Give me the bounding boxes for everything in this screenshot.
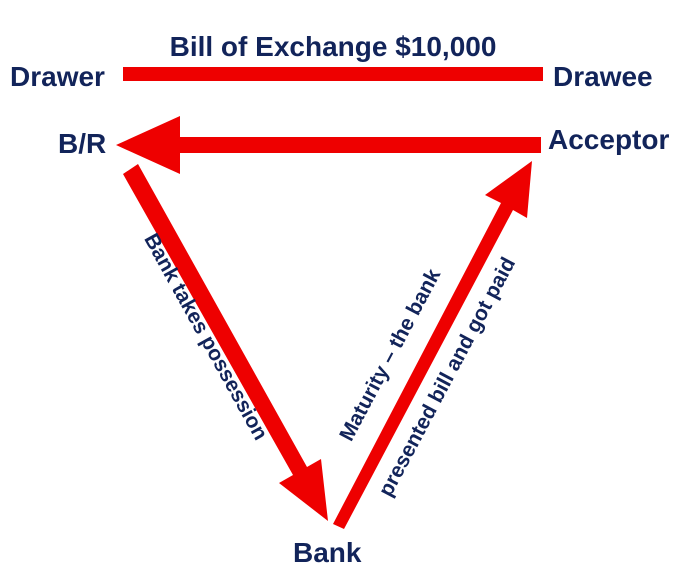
node-drawer: Drawer (10, 61, 105, 92)
bill-title: Bill of Exchange $10,000 (170, 31, 497, 62)
bill-bar (123, 67, 543, 81)
node-br: B/R (58, 128, 106, 159)
arrow-br-to-bank (123, 164, 328, 521)
arrow-bank-to-acceptor (333, 161, 532, 529)
node-drawee: Drawee (553, 61, 653, 92)
edge-label-presented-bill: presented bill and got paid (374, 254, 520, 501)
edge-label-bank-takes-possession: Bank takes possession (139, 230, 272, 444)
arrow-acceptor-to-br (116, 116, 541, 174)
node-bank: Bank (293, 537, 362, 568)
node-acceptor: Acceptor (548, 124, 669, 155)
